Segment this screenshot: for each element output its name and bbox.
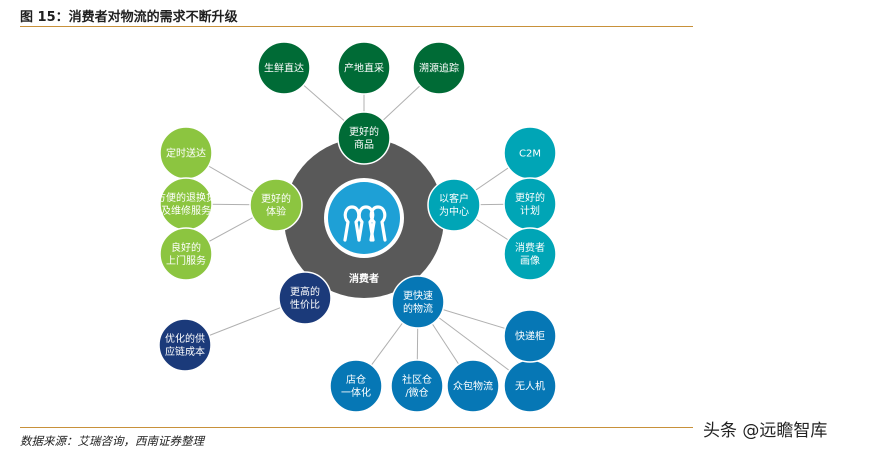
hub-experience-label: 体验: [266, 205, 286, 218]
node-logistics-3-label: 无人机: [515, 380, 545, 393]
node-logistics-2-circle: [446, 359, 500, 413]
data-source: 数据来源：艾瑞咨询，西南证券整理: [20, 434, 204, 448]
hub-experience-label: 更好的: [261, 192, 291, 205]
node-goods-2-label: 溯源追踪: [419, 62, 459, 75]
node-customer-0-label: C2M: [519, 149, 541, 160]
node-experience-0-label: 定时送达: [166, 147, 206, 160]
hub-value-label: 性价比: [290, 298, 320, 311]
node-logistics-0-label: 一体化: [341, 386, 371, 399]
watermark: 头条 @远瞻智库: [703, 421, 828, 441]
hub-customer-circle: [427, 178, 481, 232]
node-customer-0: C2M: [503, 126, 557, 180]
node-logistics-1-label: 社区仓: [402, 373, 432, 386]
node-logistics-0-circle: [329, 359, 383, 413]
node-logistics-2: 众包物流: [446, 359, 500, 413]
node-goods-0-circle: [257, 41, 311, 95]
node-value-0-label: 优化的供: [165, 332, 205, 345]
hub-customer-label: 为中心: [439, 205, 469, 218]
node-experience-2-label: 上门服务: [166, 254, 206, 267]
hub-value-circle: [278, 271, 332, 325]
node-goods-2-circle: [412, 41, 466, 95]
node-goods-1-circle: [337, 41, 391, 95]
hub-goods-label: 商品: [354, 138, 374, 151]
node-experience-2-circle: [159, 227, 213, 281]
node-experience-0: 定时送达: [159, 126, 213, 180]
node-goods-2: 溯源追踪: [412, 41, 466, 95]
source-rule: [20, 427, 693, 428]
center-label: 消费者: [349, 272, 379, 285]
center-core-inner: [328, 182, 400, 254]
people-logo-icon: [343, 205, 387, 242]
node-value-0-circle: [158, 318, 212, 372]
node-logistics-1: 社区仓/微仓: [390, 359, 444, 413]
hub-logistics-label: 的物流: [403, 302, 433, 315]
hub-value-label: 更高的: [290, 285, 320, 298]
node-customer-2-label: 消费者: [515, 241, 545, 254]
node-experience-2-label: 良好的: [171, 241, 201, 254]
node-customer-2-circle: [503, 227, 557, 281]
hub-customer-label: 以客户: [439, 192, 469, 205]
node-logistics-4: 快递柜: [503, 309, 557, 363]
node-logistics-1-circle: [390, 359, 444, 413]
title-rule: [20, 26, 693, 27]
node-customer-1-label: 更好的: [515, 191, 545, 204]
node-logistics-4-label: 快递柜: [515, 330, 545, 343]
node-customer-1-circle: [503, 177, 557, 231]
figure-title: 图 15：消费者对物流的需求不断升级: [20, 10, 238, 25]
node-logistics-2-label: 众包物流: [453, 380, 493, 393]
node-goods-0-label: 生鲜直达: [264, 62, 304, 75]
hub-logistics-circle: [391, 275, 445, 329]
node-customer-2-label: 画像: [520, 255, 540, 267]
node-experience-1-label: 及维修服务: [161, 204, 211, 217]
node-goods-1: 产地直采: [337, 41, 391, 95]
node-logistics-3: 无人机: [503, 359, 557, 413]
node-experience-1-circle: [159, 177, 213, 231]
node-customer-1-label: 计划: [520, 204, 540, 217]
node-goods-1-label: 产地直采: [344, 62, 384, 75]
node-goods-0: 生鲜直达: [257, 41, 311, 95]
hub-goods-circle: [337, 111, 391, 165]
node-experience-1-label: 方便的退换货: [156, 191, 216, 204]
hub-experience-circle: [249, 178, 303, 232]
hub-logistics-label: 更快速: [403, 290, 433, 302]
hub-goods-label: 更好的: [349, 125, 379, 138]
node-logistics-1-label: /微仓: [405, 386, 428, 399]
node-logistics-0-label: 店仓: [346, 373, 366, 386]
node-logistics-4-circle: [503, 309, 557, 363]
need-nodes: 更好的商品生鲜直达产地直采溯源追踪更好的体验定时送达方便的退换货及维修服务良好的…: [156, 41, 557, 413]
node-value-0-label: 应链成本: [165, 345, 205, 358]
